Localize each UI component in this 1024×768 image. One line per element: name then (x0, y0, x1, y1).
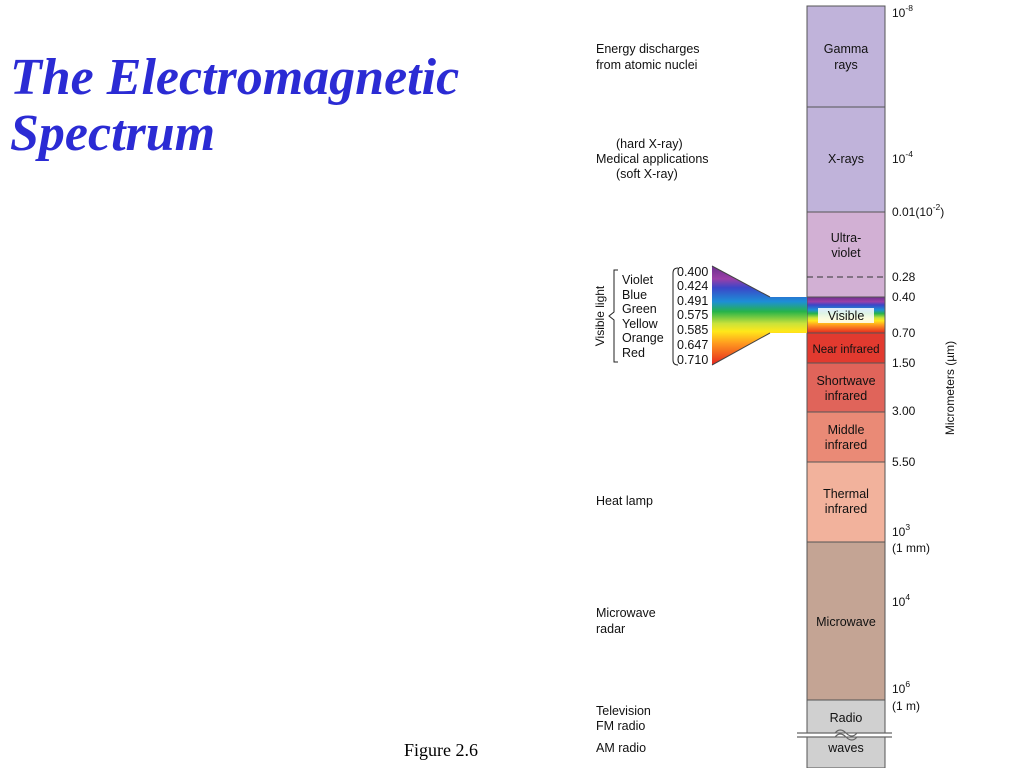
band-ultraviolet (806, 211, 886, 298)
wavelength-value: 0.400 (677, 265, 708, 279)
tick-base: 0.01(10 (892, 205, 933, 219)
band-label-middle-line2: infrared (825, 438, 867, 452)
slide-title: The Electromagnetic Spectrum (10, 50, 570, 162)
band-label-x-rays: X-rays (828, 152, 864, 166)
band-labels: Gamma rays X-rays Ultra- violet Visible … (812, 42, 879, 755)
label-xray-line2: Medical applications (596, 152, 709, 166)
tick-label: 0.28 (892, 270, 916, 284)
label-xray-line1: (hard X-ray) (616, 137, 683, 151)
label-gamma-line1: Energy discharges (596, 42, 700, 56)
band-label-near-infrared: Near infrared (812, 344, 879, 356)
tick-label: 5.50 (892, 455, 916, 469)
prism-fan-top-edge (711, 265, 771, 298)
tick-superscript: -2 (933, 202, 941, 212)
band-label-thermal-line2: infrared (825, 502, 867, 516)
tick-label: 104 (892, 592, 910, 609)
label-gamma-line2: from atomic nuclei (596, 58, 697, 72)
tick-label-line2: (1 m) (892, 699, 920, 713)
title-line-1: The Electromagnetic (10, 49, 460, 106)
band-label-uv-line1: Ultra- (831, 231, 862, 245)
label-xray-line3: (soft X-ray) (616, 167, 678, 181)
tick-labels: 10-8 10-4 0.01(10-2) 0.28 0.40 0.70 1.50… (892, 3, 944, 713)
band-label-microwave: Microwave (816, 615, 876, 629)
title-line-2: Spectrum (10, 105, 216, 162)
color-orange: Orange (622, 331, 664, 345)
band-middle-infrared (806, 411, 886, 463)
axis-break-mark (797, 729, 892, 737)
tick-superscript: 3 (905, 522, 910, 532)
label-heat-lamp: Heat lamp (596, 494, 653, 508)
band-shortwave-infrared (806, 362, 886, 413)
band-near-infrared (806, 332, 886, 364)
band-x-rays (806, 106, 886, 213)
label-tv-line1: Television (596, 704, 651, 718)
color-blue: Blue (622, 288, 647, 302)
band-label-gamma-line1: Gamma (824, 42, 869, 56)
wavelength-value: 0.585 (677, 323, 708, 337)
tick-base: 10 (892, 6, 906, 20)
axis-label: Micrometers (µm) (943, 341, 957, 435)
tick-label: 1.50 (892, 356, 916, 370)
band-label-waves: waves (827, 741, 863, 755)
band-label-radio: Radio (830, 711, 863, 725)
tick-base: 10 (892, 525, 906, 539)
wavelength-value: 0.575 (677, 308, 708, 322)
tick-label: 106 (892, 679, 910, 696)
figure-caption: Figure 2.6 (404, 740, 478, 760)
band-radio-waves (806, 736, 886, 768)
color-violet: Violet (622, 273, 654, 287)
prism-fan (712, 266, 807, 365)
band-thermal-infrared (806, 461, 886, 543)
prism-fan-bottom-edge (711, 332, 771, 366)
tick-label: 0.70 (892, 326, 916, 340)
visible-light-inset: Visible light Violet Blue Green Yellow O… (593, 265, 807, 367)
tick-label: 103 (892, 522, 910, 539)
wavelength-value: 0.424 (677, 279, 708, 293)
application-labels: Energy discharges from atomic nuclei (ha… (596, 42, 709, 755)
visible-light-bracket (608, 269, 618, 363)
visible-label-backing (818, 308, 874, 323)
wavelength-value: 0.491 (677, 294, 708, 308)
tick-superscript: -4 (905, 149, 913, 159)
tick-label-line2: (1 mm) (892, 541, 930, 555)
label-microwave-line2: radar (596, 622, 625, 636)
tick-base: 10 (892, 595, 906, 609)
wavelength-bracket (672, 267, 679, 366)
tick-base: 10 (892, 152, 906, 166)
color-yellow: Yellow (622, 317, 659, 331)
axis-break-mark-lower (797, 733, 892, 741)
label-microwave-line1: Microwave (596, 606, 656, 620)
label-tv-line2: FM radio (596, 719, 645, 733)
wavelength-value: 0.710 (677, 353, 708, 367)
band-radio (806, 699, 886, 734)
visible-light-label: Visible light (593, 285, 607, 346)
color-red: Red (622, 346, 645, 360)
tick-label: 10-8 (892, 3, 913, 20)
tick-suffix: ) (940, 205, 944, 219)
tick-label: 0.01(10-2) (892, 202, 944, 219)
band-label-thermal-line1: Thermal (823, 487, 869, 501)
band-label-visible: Visible (828, 309, 865, 323)
tick-superscript: -8 (905, 3, 913, 13)
band-label-shortwave-line2: infrared (825, 389, 867, 403)
tick-label: 3.00 (892, 404, 916, 418)
band-label-middle-line1: Middle (828, 423, 865, 437)
band-label-uv-line2: violet (831, 246, 861, 260)
tick-superscript: 6 (905, 679, 910, 689)
label-am-radio: AM radio (596, 741, 646, 755)
band-label-gamma-line2: rays (834, 58, 858, 72)
band-label-shortwave-line1: Shortwave (816, 374, 875, 388)
tick-label: 10-4 (892, 149, 913, 166)
tick-superscript: 4 (905, 592, 910, 602)
band-gamma-rays (806, 5, 886, 108)
tick-label: 0.40 (892, 290, 916, 304)
tick-base: 10 (892, 682, 906, 696)
band-microwave (806, 541, 886, 701)
color-green: Green (622, 302, 657, 316)
wavelength-value: 0.647 (677, 338, 708, 352)
